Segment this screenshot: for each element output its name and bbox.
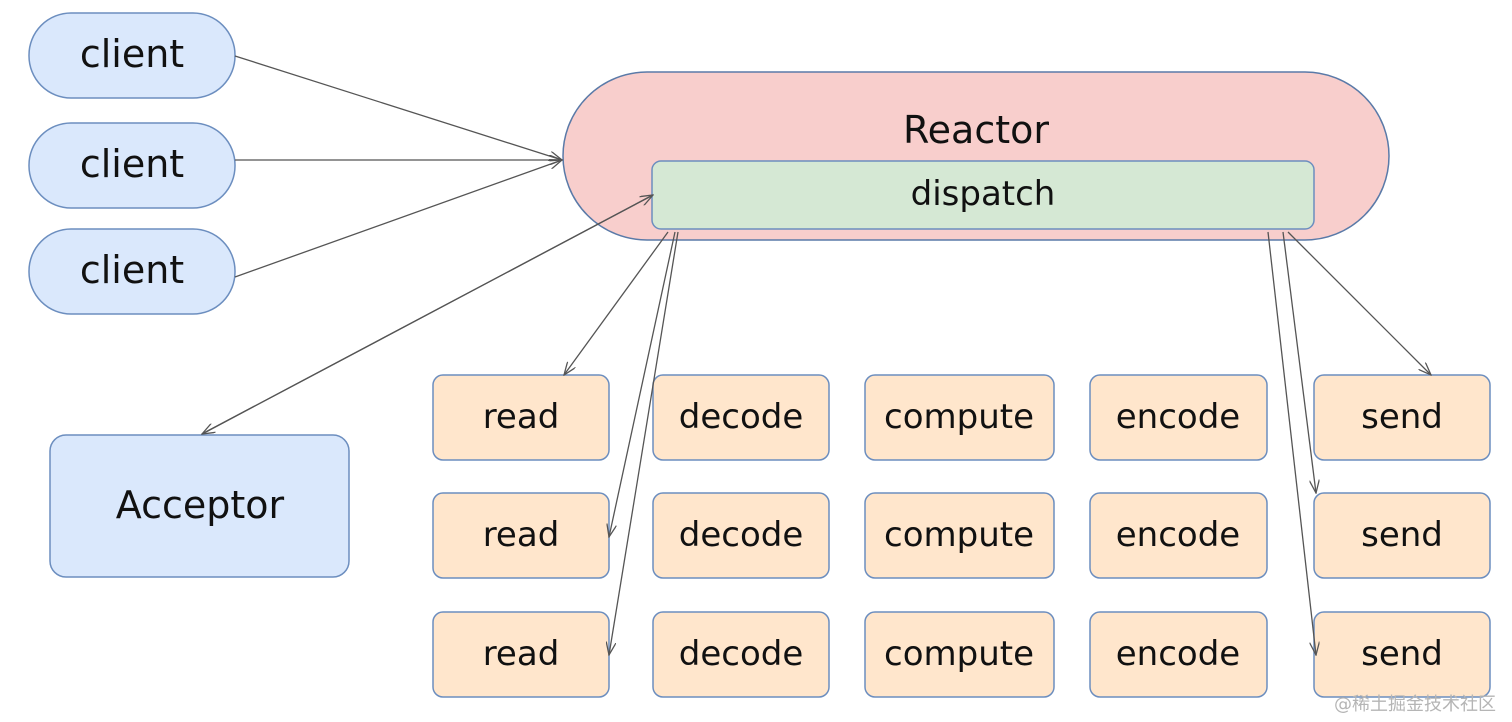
- decode-shape: [652, 611, 830, 698]
- encode-node: encode: [1089, 611, 1268, 698]
- encode-label: encode: [1116, 397, 1240, 437]
- decode-node: decode: [652, 611, 830, 698]
- compute-node: compute: [864, 374, 1055, 461]
- decode-label: decode: [679, 634, 804, 674]
- arrows: [202, 55, 1431, 655]
- read-node: read: [432, 611, 610, 698]
- compute-label: compute: [884, 515, 1034, 555]
- send-shape: [1313, 492, 1491, 579]
- decode-shape: [652, 492, 830, 579]
- dispatch-node: dispatch: [651, 160, 1315, 230]
- send-node: send: [1313, 374, 1491, 461]
- compute-shape: [864, 492, 1055, 579]
- client-label: client: [80, 142, 184, 186]
- compute-shape: [864, 611, 1055, 698]
- decode-shape: [652, 374, 830, 461]
- arrow-dispatch-to-acceptor: [202, 194, 654, 434]
- compute-label: compute: [884, 397, 1034, 437]
- send-label: send: [1361, 397, 1443, 437]
- acceptor-label: Acceptor: [116, 483, 285, 527]
- client-label: client: [80, 248, 184, 292]
- dispatch-label: dispatch: [911, 174, 1056, 214]
- client-shape: [28, 228, 236, 315]
- compute-label: compute: [884, 634, 1034, 674]
- watermark: @稀土掘金技术社区: [1334, 694, 1496, 715]
- acceptor-shape: [49, 434, 350, 578]
- read-node: read: [432, 492, 610, 579]
- decode-node: decode: [652, 492, 830, 579]
- send-shape: [1313, 374, 1491, 461]
- arrow-dispatch-to-read-1: [564, 231, 669, 375]
- compute-node: compute: [864, 492, 1055, 579]
- encode-shape: [1089, 611, 1268, 698]
- send-label: send: [1361, 515, 1443, 555]
- arrow-dispatch-to-send-2: [1282, 231, 1316, 493]
- arrow-dispatch-to-send-3: [1267, 231, 1316, 655]
- client-node-3: client: [28, 228, 236, 315]
- arrow-dispatch-to-read-3: [609, 231, 679, 655]
- client-node-2: client: [28, 122, 236, 209]
- decode-label: decode: [679, 515, 804, 555]
- arrow-dispatch-to-read-2: [609, 231, 676, 537]
- client-shape: [28, 122, 236, 209]
- read-label: read: [483, 515, 560, 555]
- send-label: send: [1361, 634, 1443, 674]
- worker-row-2: read decode compute encode send: [432, 492, 1491, 579]
- worker-row-3: read decode compute encode send: [432, 611, 1491, 698]
- read-node: read: [432, 374, 610, 461]
- decode-label: decode: [679, 397, 804, 437]
- send-node: send: [1313, 611, 1491, 698]
- acceptor-node: Acceptor: [49, 434, 350, 578]
- arrow-dispatch-to-send-1: [1287, 231, 1431, 375]
- encode-label: encode: [1116, 634, 1240, 674]
- worker-row-1: read decode compute encode send: [432, 374, 1491, 461]
- encode-shape: [1089, 492, 1268, 579]
- client-label: client: [80, 32, 184, 76]
- client-node-1: client: [28, 12, 236, 99]
- decode-node: decode: [652, 374, 830, 461]
- encode-label: encode: [1116, 515, 1240, 555]
- compute-node: compute: [864, 611, 1055, 698]
- arrow-client1-to-reactor: [234, 55, 562, 160]
- encode-node: encode: [1089, 374, 1268, 461]
- encode-shape: [1089, 374, 1268, 461]
- reactor-label: Reactor: [903, 108, 1049, 152]
- send-node: send: [1313, 492, 1491, 579]
- read-shape: [432, 374, 610, 461]
- encode-node: encode: [1089, 492, 1268, 579]
- arrow-client3-to-reactor: [234, 160, 562, 278]
- client-shape: [28, 12, 236, 99]
- compute-shape: [864, 374, 1055, 461]
- read-label: read: [483, 397, 560, 437]
- read-label: read: [483, 634, 560, 674]
